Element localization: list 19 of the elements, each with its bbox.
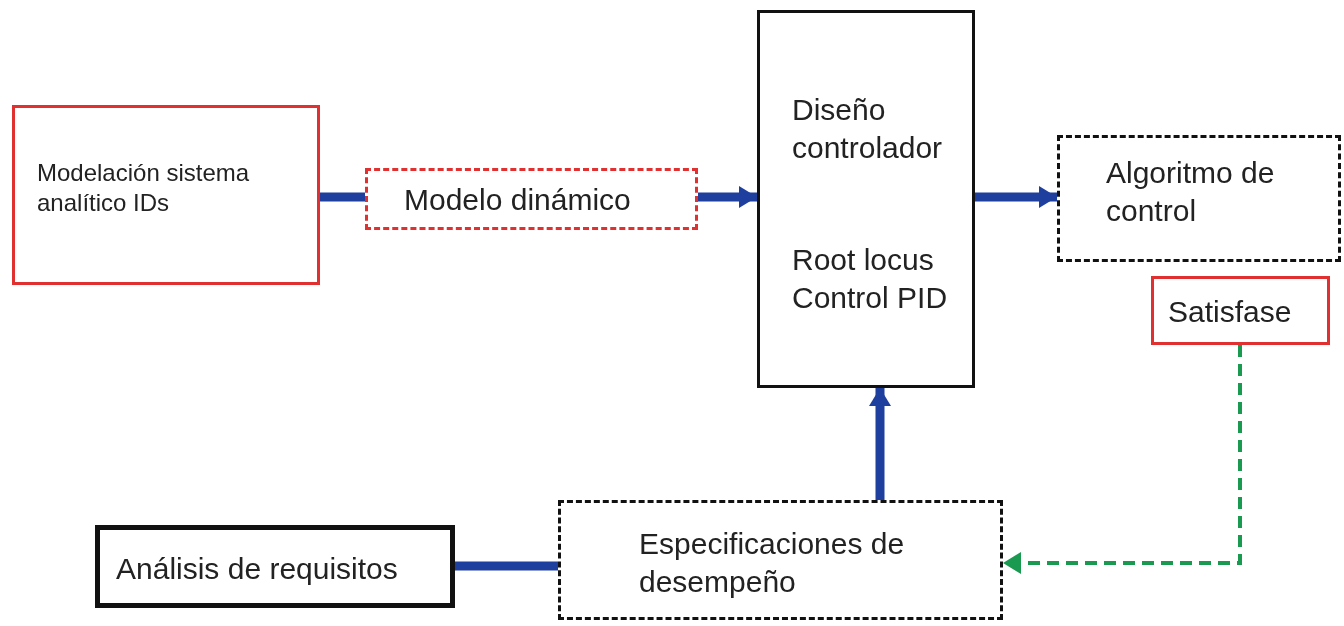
node-label: Root locus Control PID [792,242,949,316]
process-box [12,105,320,285]
dashed-box [1057,135,1341,262]
arrow [698,186,757,208]
node-label: Especificaciones de desempeño [639,526,906,600]
arrow [1003,345,1242,574]
dashed-box [365,168,698,230]
node-label: Satisfase [1168,294,1293,330]
node-label: Diseño controlador [792,92,944,166]
arrow [975,186,1057,208]
process-box [757,10,975,388]
node-label: Algoritmo de control [1106,155,1276,229]
dashed-box [558,500,1003,620]
node-label: Modelo dinámico [404,182,632,218]
process-box [1151,276,1330,345]
node-label: Modelación sistema analítico IDs [37,158,251,218]
process-box [95,525,455,608]
node-label: Análisis de requisitos [116,551,399,587]
arrow [869,388,891,500]
